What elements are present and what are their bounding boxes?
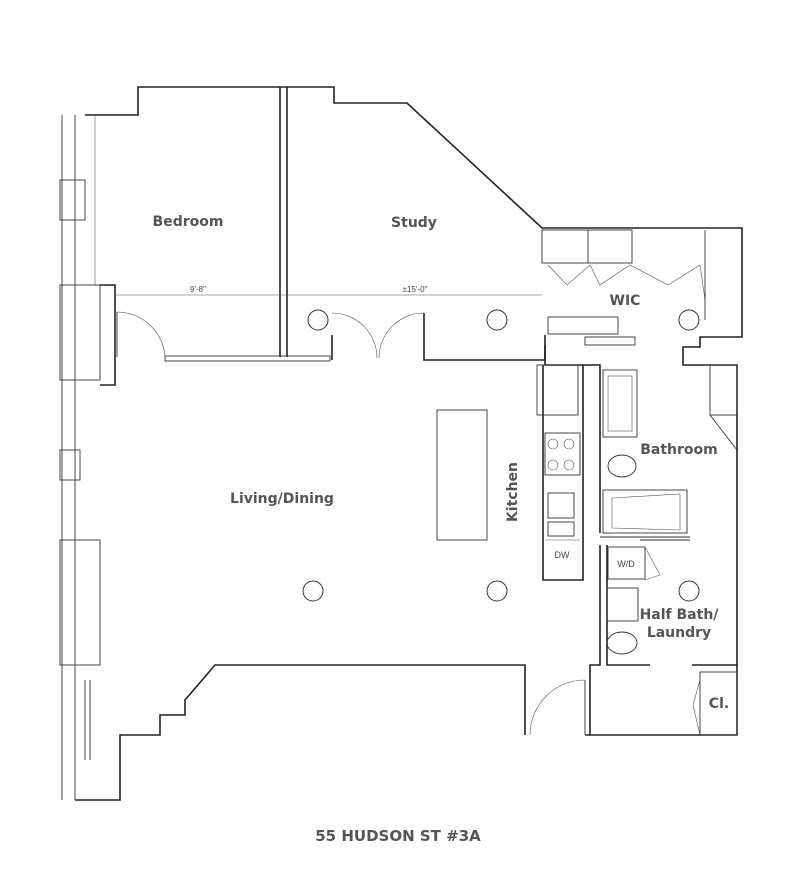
dimension-line: 9'-8" ±15'-0" (115, 285, 542, 296)
closet (699, 671, 738, 736)
room-label-closet: Cl. (709, 696, 729, 712)
light-icon (486, 309, 508, 331)
kitchen-sink (547, 492, 575, 519)
half-bath-toilet (606, 631, 638, 655)
washer-dryer (607, 546, 646, 580)
light-icon (302, 580, 324, 602)
room-label-wic: WIC (610, 293, 641, 309)
half-bath-sink (606, 587, 639, 622)
light-icon (307, 309, 329, 331)
study-dimension: ±15'-0" (403, 285, 428, 294)
room-label-living-dining: Living/Dining (230, 491, 334, 507)
kitchen-fixtures: DW (436, 364, 581, 560)
bath-fixtures: W/D (602, 369, 738, 736)
room-label-bedroom: Bedroom (153, 214, 224, 230)
refrigerator (536, 364, 579, 416)
room-label-half-bath: Half Bath/ (640, 607, 720, 623)
room-label-kitchen: Kitchen (505, 462, 521, 522)
bedroom-dimension: 9'-8" (190, 285, 206, 294)
room-label-laundry: Laundry (647, 625, 711, 641)
plan-title: 55 HUDSON ST #3A (315, 827, 481, 845)
stove (544, 432, 581, 476)
light-icon (678, 580, 700, 602)
light-icon (678, 309, 700, 331)
room-label-bathroom: Bathroom (640, 442, 718, 458)
dishwasher-label: DW (555, 550, 570, 560)
bathtub (602, 489, 688, 534)
toilet (607, 454, 637, 478)
washer-dryer-label: W/D (617, 559, 635, 569)
doors (116, 311, 701, 736)
light-icon (486, 580, 508, 602)
ceiling-lights (302, 309, 700, 602)
room-label-study: Study (391, 215, 437, 231)
vanity (602, 369, 638, 438)
kitchen-island (436, 409, 488, 541)
